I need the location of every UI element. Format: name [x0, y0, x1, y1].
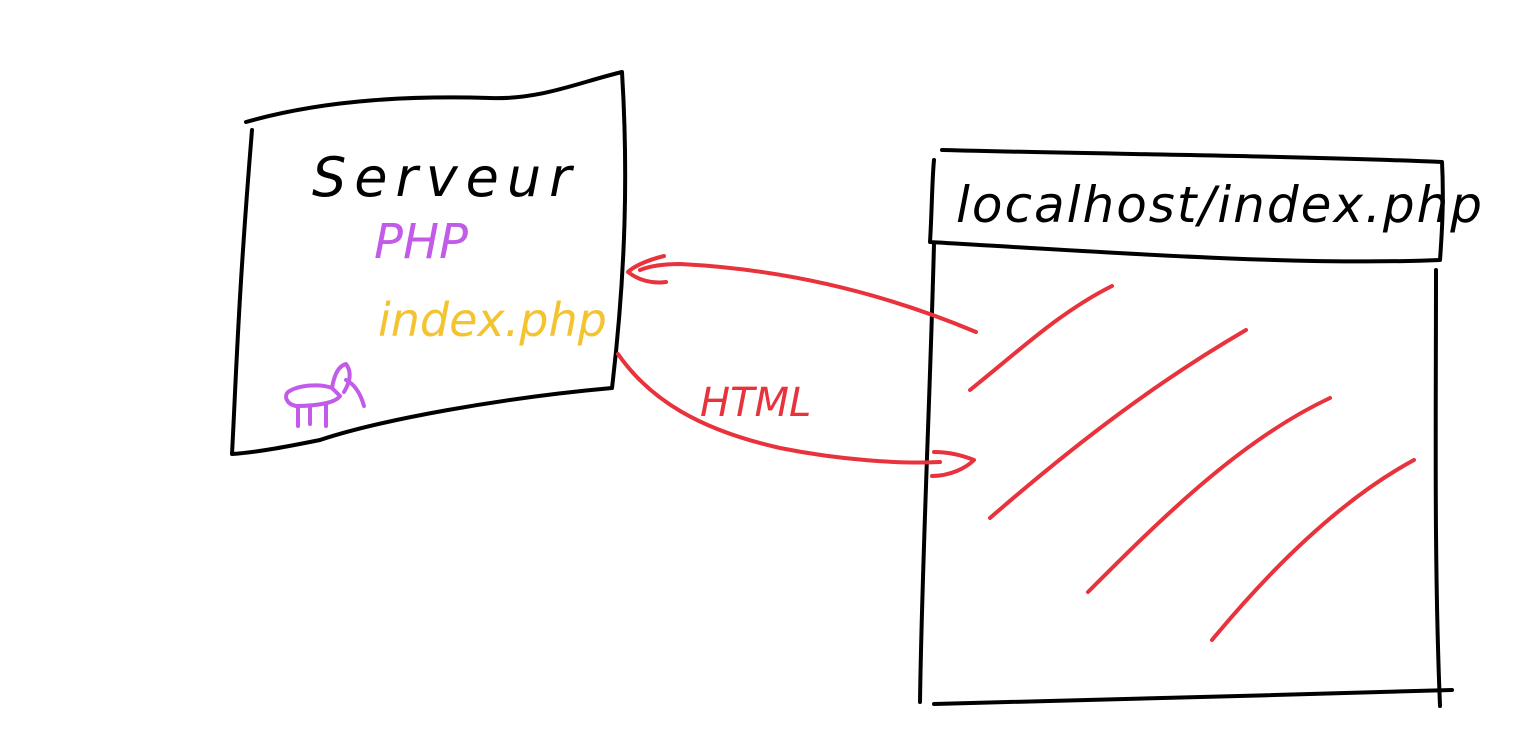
php-label: PHP — [374, 214, 468, 270]
response-arrowhead — [930, 450, 976, 478]
browser-body-right — [1433, 268, 1442, 708]
index-php-label: index.php — [378, 293, 607, 347]
browser-titlebar-outline — [928, 148, 1445, 264]
server-box-outline — [230, 70, 628, 456]
hatched-page-icon — [968, 284, 1416, 642]
browser-window: localhost/index.php — [918, 148, 1484, 708]
response-arrow-line — [616, 352, 942, 465]
browser-body-bottom — [932, 688, 1454, 706]
address-bar-text: localhost/index.php — [956, 176, 1484, 234]
request-arrowhead — [626, 254, 668, 285]
request-arrow — [626, 254, 978, 334]
response-arrow: HTML — [616, 352, 976, 478]
server-title: Serveur — [312, 146, 579, 209]
server-box: Serveur PHP index.php — [230, 70, 628, 456]
response-arrow-label: HTML — [700, 380, 811, 426]
elephant-icon — [284, 362, 366, 428]
browser-body-left — [918, 242, 936, 704]
request-arrow-line — [638, 262, 978, 334]
